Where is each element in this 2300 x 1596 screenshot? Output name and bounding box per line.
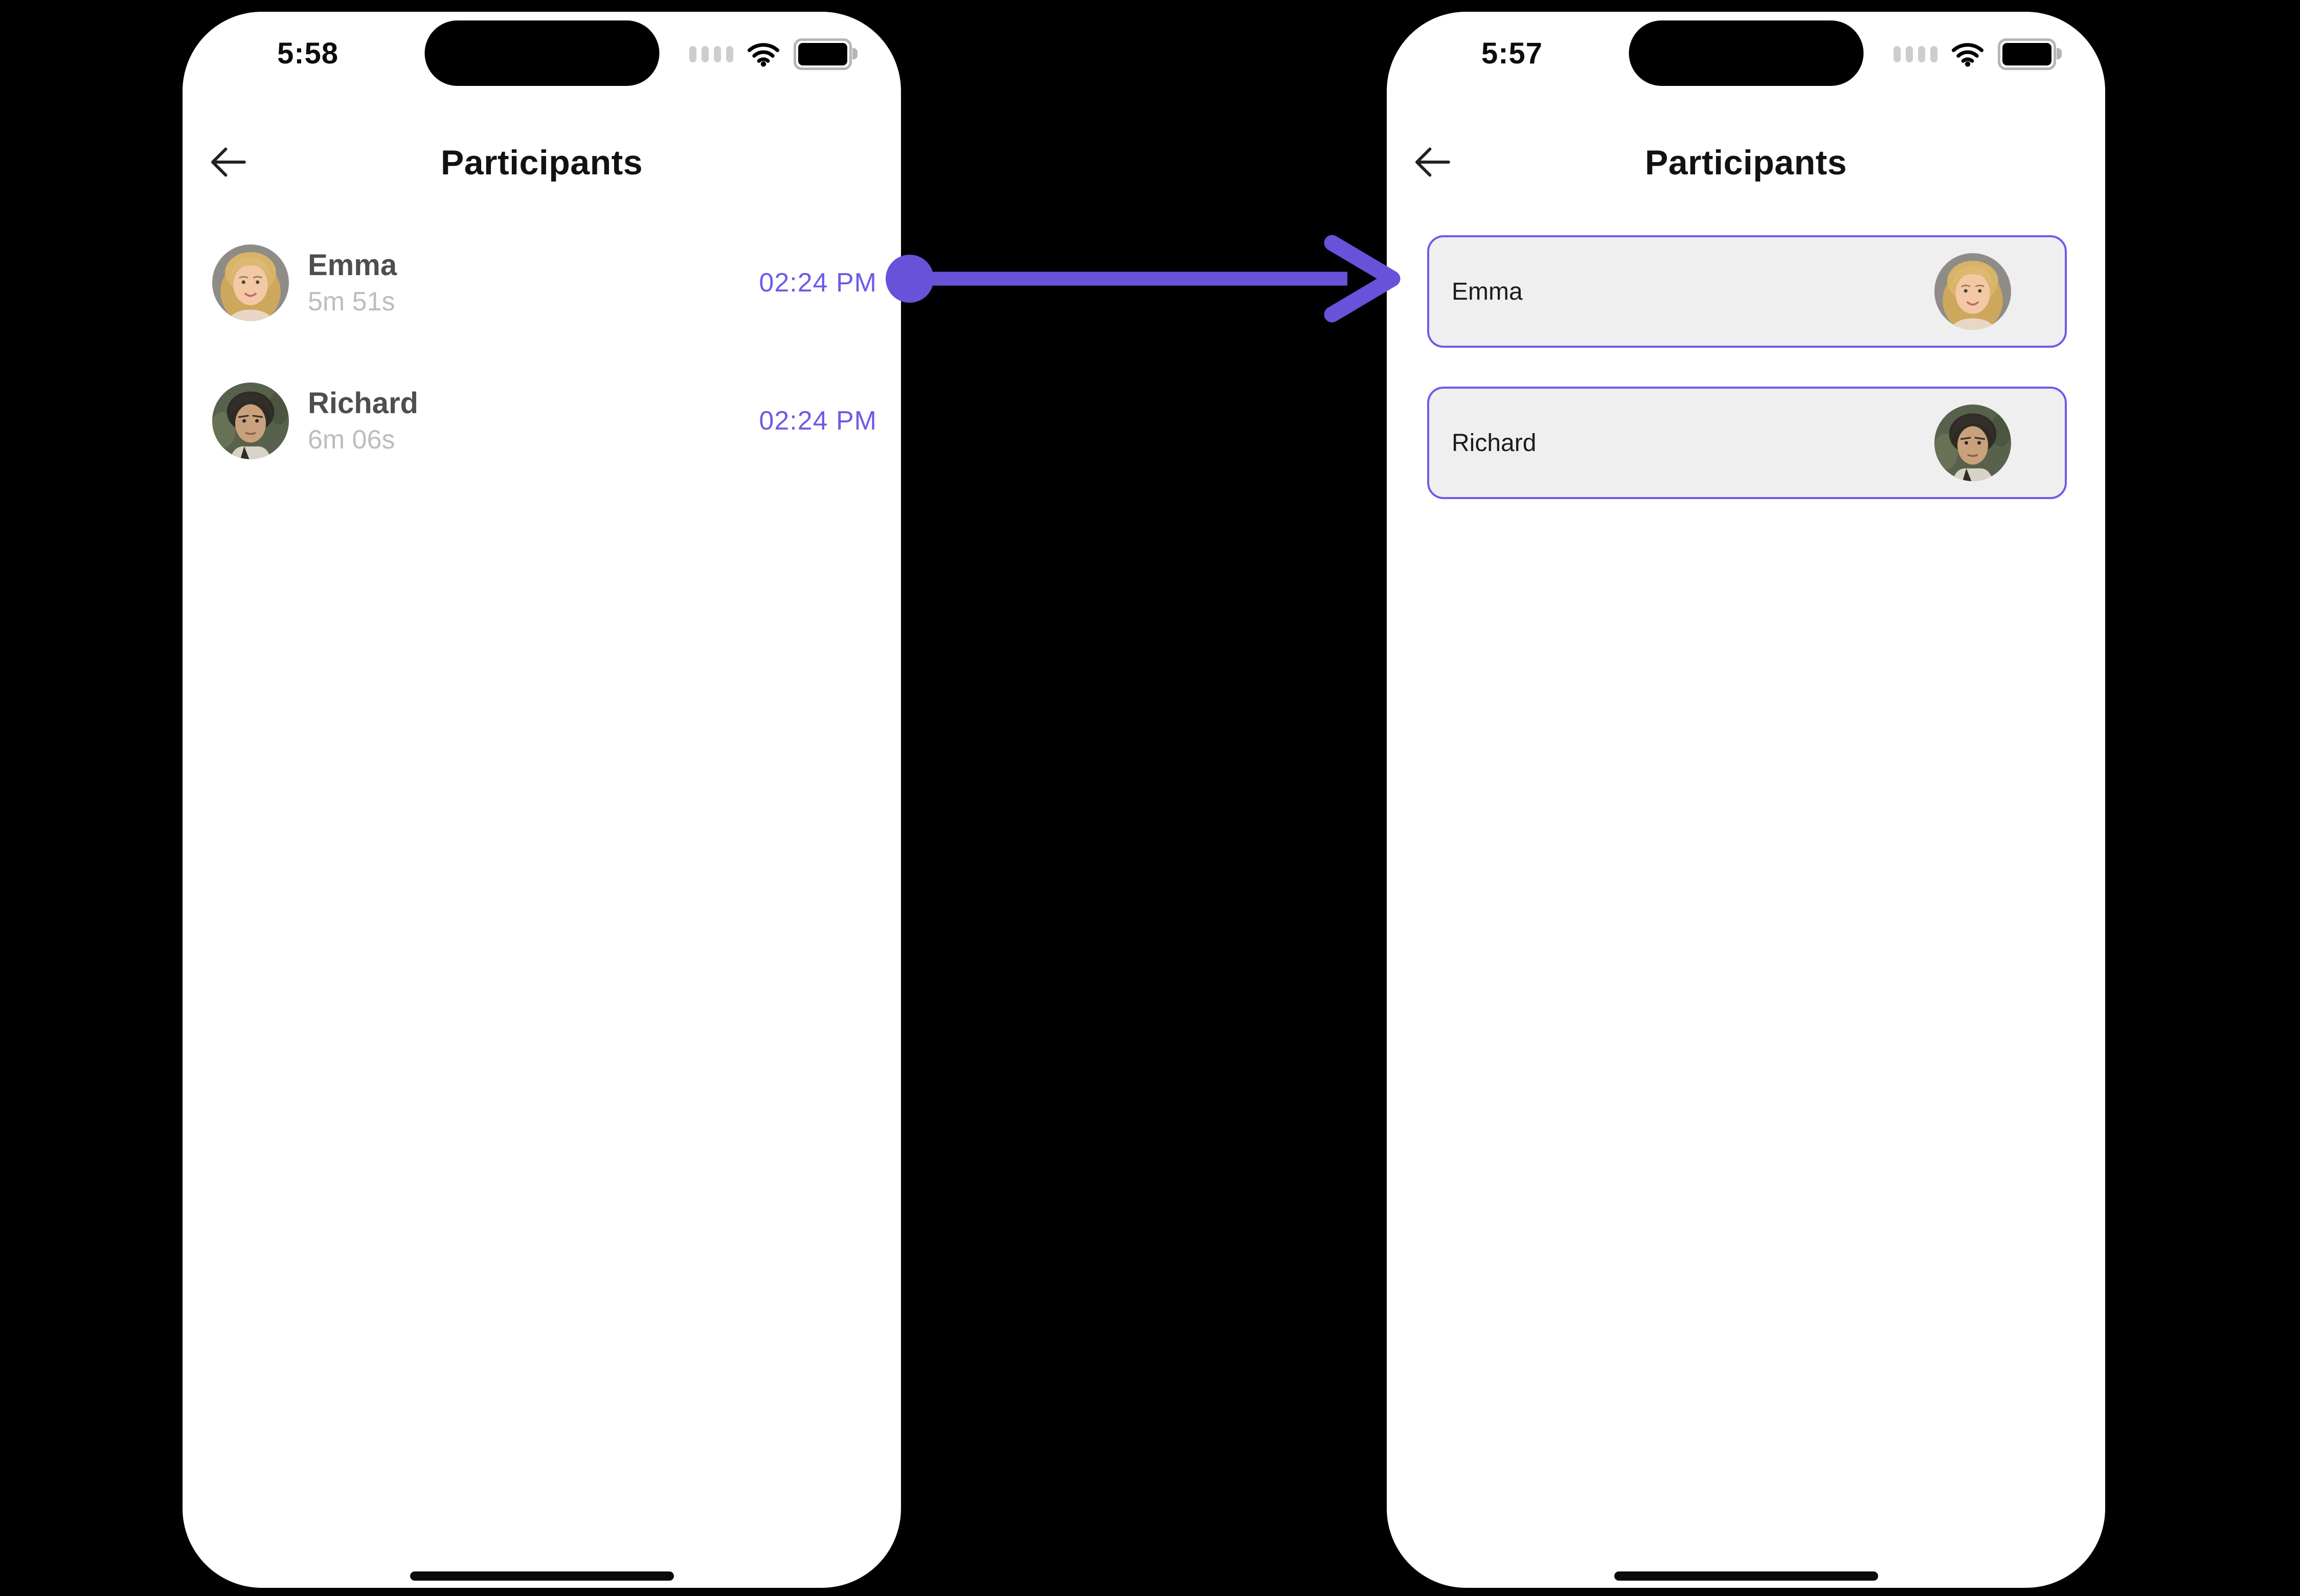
- battery-icon: [794, 38, 858, 70]
- home-indicator[interactable]: [410, 1571, 674, 1581]
- participant-row-richard[interactable]: Richard 6m 06s 02:24 PM: [183, 352, 901, 490]
- participant-join-time: 02:24 PM: [759, 406, 877, 436]
- participant-row-emma[interactable]: Emma 5m 51s 02:24 PM: [183, 214, 901, 352]
- page-title: Participants: [440, 143, 643, 182]
- phone-screen-after: 5:57 Participants Emma: [1387, 12, 2105, 1588]
- transition-arrow: [886, 235, 1401, 323]
- participants-list: Emma 5m 51s 02:24 PM: [183, 214, 901, 490]
- dynamic-island: [1629, 20, 1863, 86]
- wifi-icon: [1951, 43, 1984, 67]
- status-time: 5:58: [277, 37, 339, 70]
- battery-icon: [1998, 38, 2062, 70]
- header: Participants: [1387, 140, 2105, 186]
- participant-name: Emma: [308, 249, 397, 282]
- cellular-signal-icon: [689, 46, 733, 62]
- richard-avatar: [1934, 404, 2011, 481]
- status-icons: [1893, 38, 2062, 70]
- header: Participants: [183, 140, 901, 186]
- dynamic-island: [424, 20, 659, 86]
- richard-avatar: [212, 383, 289, 459]
- participant-duration: 5m 51s: [308, 287, 395, 317]
- participant-name: Emma: [1452, 278, 1523, 305]
- cellular-signal-icon: [1893, 46, 1937, 62]
- participant-name: Richard: [1452, 429, 1537, 457]
- back-button[interactable]: [1411, 141, 1453, 183]
- participant-card-richard[interactable]: Richard: [1427, 387, 2067, 499]
- page-title: Participants: [1644, 143, 1847, 182]
- participant-join-time: 02:24 PM: [759, 268, 877, 298]
- home-indicator[interactable]: [1614, 1571, 1878, 1581]
- status-time: 5:57: [1481, 37, 1543, 70]
- status-icons: [689, 38, 858, 70]
- back-arrow-icon: [211, 147, 246, 177]
- back-arrow-icon: [1415, 147, 1450, 177]
- participant-name: Richard: [308, 387, 418, 420]
- participant-duration: 6m 06s: [308, 425, 395, 455]
- participant-card-emma[interactable]: Emma: [1427, 235, 2067, 348]
- back-button[interactable]: [207, 141, 249, 183]
- emma-avatar: [1934, 253, 2011, 330]
- emma-avatar: [212, 244, 289, 321]
- participants-cards: Emma Richard: [1427, 235, 2067, 499]
- wifi-icon: [747, 43, 780, 67]
- phone-screen-before: 5:58 Participants: [183, 12, 901, 1588]
